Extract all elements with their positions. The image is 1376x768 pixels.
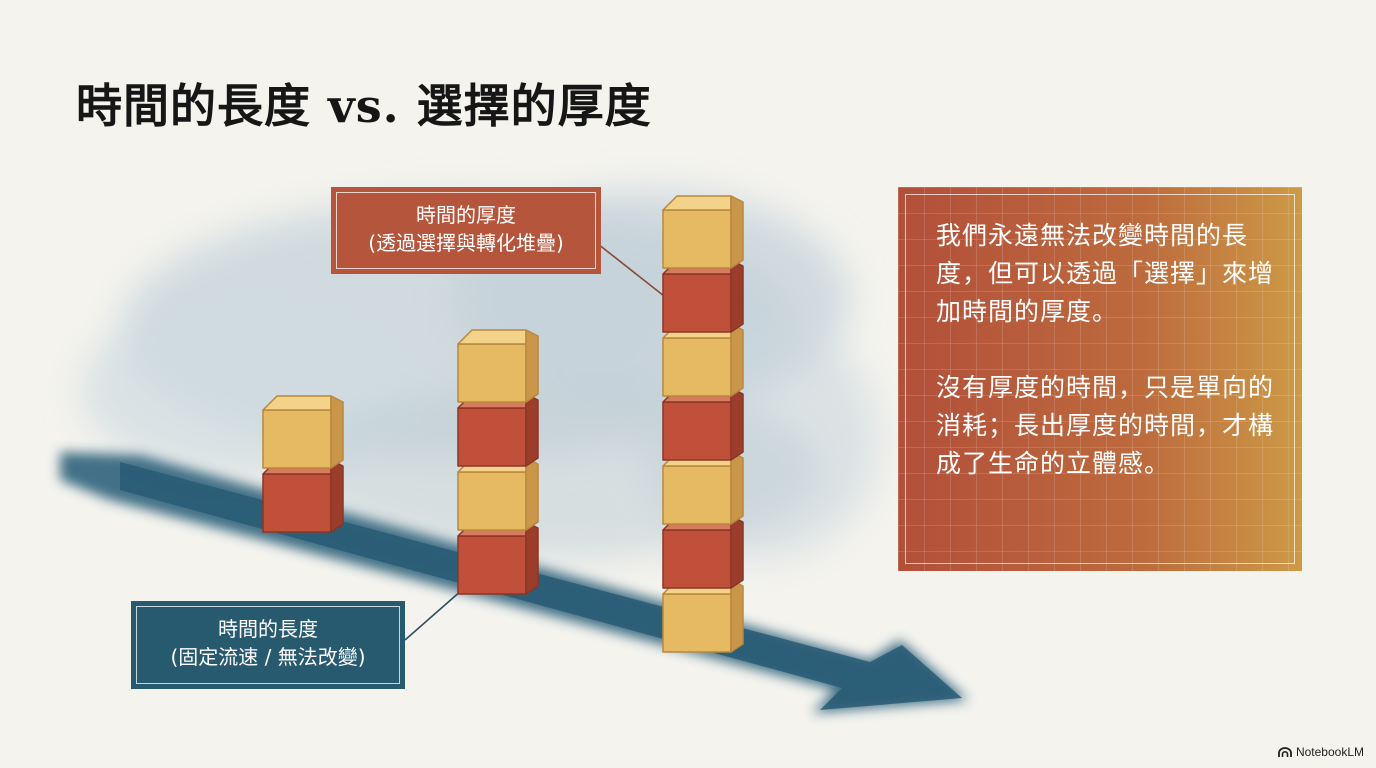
gold-cube (662, 323, 744, 397)
cube-front-face (662, 337, 732, 397)
cube-stacks (262, 195, 744, 653)
cube-front-face (662, 593, 732, 653)
cube-front-face (662, 401, 732, 461)
label-frame (336, 192, 596, 269)
cube-side-face (525, 457, 539, 531)
quote-paragraph-2: 沒有厚度的時間，只是單向的消耗；長出厚度的時間，才構成了生命的立體感。 (936, 373, 1275, 478)
cube-stack-3 (662, 195, 744, 653)
cube-side-face (730, 323, 744, 397)
slide-title: 時間的長度 vs. 選擇的厚度 (76, 79, 652, 133)
red-cube (457, 393, 539, 467)
gold-cube (662, 195, 744, 269)
cube-front-face (662, 273, 732, 333)
quote-text: 我們永遠無法改變時間的長度，但可以透過「選擇」來增加時間的厚度。 沒有厚度的時間… (936, 217, 1276, 483)
cube-front-face (457, 407, 527, 467)
gold-cube (662, 451, 744, 525)
red-cube (662, 515, 744, 589)
cube-front-face (662, 465, 732, 525)
cube-front-face (457, 535, 527, 595)
cube-side-face (730, 387, 744, 461)
length-label-subtitle: (固定流速 / 無法改變) (170, 645, 366, 669)
cube-stack-1 (262, 395, 344, 533)
grid-pattern (898, 187, 1302, 571)
cube-side-face (525, 521, 539, 595)
cube-side-face (730, 195, 744, 269)
cube-side-face (525, 393, 539, 467)
brand-name: NotebookLM (1295, 745, 1364, 759)
cube-front-face (262, 409, 332, 469)
quote-paragraph-1: 我們永遠無法改變時間的長度，但可以透過「選擇」來增加時間的厚度。 (936, 221, 1275, 326)
cube-front-face (262, 473, 332, 533)
notebooklm-brand: NotebookLM (1278, 745, 1364, 759)
cube-stack-2 (457, 329, 539, 595)
cube-side-face (330, 459, 344, 533)
cube-side-face (730, 579, 744, 653)
thickness-label-title: 時間的厚度 (416, 203, 516, 227)
cube-side-face (730, 259, 744, 333)
cube-side-face (330, 395, 344, 469)
card-frame (905, 194, 1295, 564)
gold-cube (262, 395, 344, 469)
label-frame (136, 606, 400, 684)
length-label-title: 時間的長度 (218, 617, 318, 641)
quote-card: 我們永遠無法改變時間的長度，但可以透過「選擇」來增加時間的厚度。 沒有厚度的時間… (898, 187, 1302, 571)
cube-side-face (730, 451, 744, 525)
cube-front-face (457, 343, 527, 403)
red-cube (262, 459, 344, 533)
red-cube (662, 387, 744, 461)
cube-front-face (457, 471, 527, 531)
red-cube (662, 259, 744, 333)
notebooklm-logo-icon (1278, 746, 1292, 757)
thickness-label-subtitle: (透過選擇與轉化堆疊) (368, 231, 564, 255)
gold-cube (662, 579, 744, 653)
time-thickness-label: 時間的厚度 (透過選擇與轉化堆疊) (331, 187, 601, 274)
gold-cube (457, 457, 539, 531)
cube-front-face (662, 209, 732, 269)
length-leader-line (404, 589, 463, 641)
time-length-label: 時間的長度 (固定流速 / 無法改變) (131, 601, 405, 689)
thickness-leader-line (597, 243, 665, 297)
cube-side-face (525, 329, 539, 403)
red-cube (457, 521, 539, 595)
gold-cube (457, 329, 539, 403)
cube-side-face (730, 515, 744, 589)
cube-front-face (662, 529, 732, 589)
